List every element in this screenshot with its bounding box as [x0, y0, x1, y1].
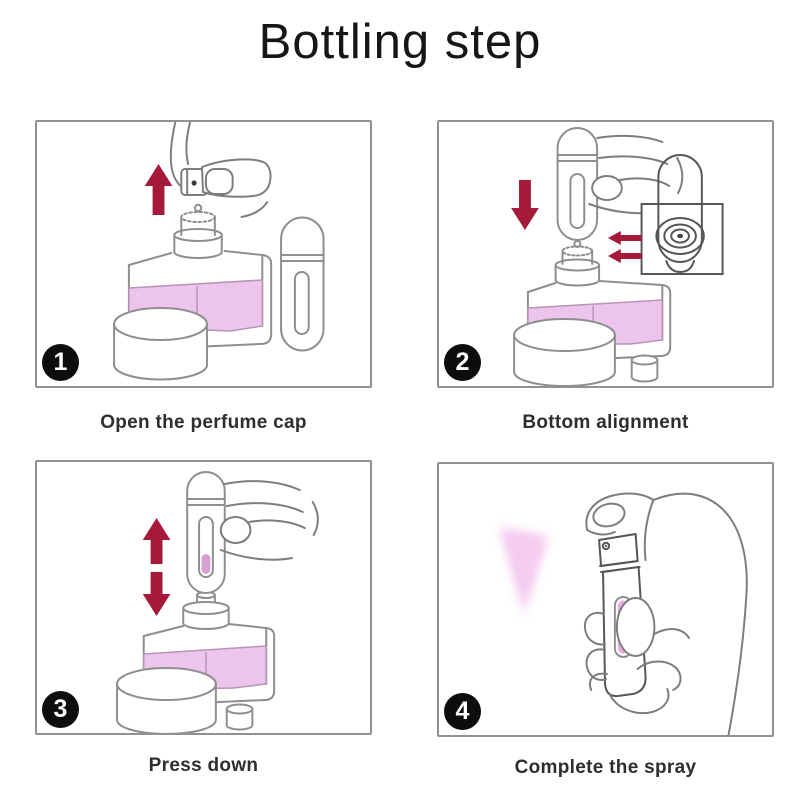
spray-mist-icon: [499, 528, 548, 614]
step-caption: Press down: [148, 755, 259, 776]
step-caption: Open the perfume cap: [100, 412, 307, 433]
step-caption: Bottom alignment: [522, 412, 689, 433]
step-number-badge: 2: [444, 344, 481, 381]
bottle-cap-icon: [113, 307, 208, 381]
page-title: Bottling step: [258, 15, 542, 69]
atomizer-icon: [556, 127, 599, 241]
hand-icon: [219, 480, 319, 561]
up-arrow-icon: [144, 164, 173, 215]
step-panel-4: 4 Complete the spray: [437, 462, 774, 779]
step-panel-2: 2 Bottom alignment: [437, 120, 774, 434]
down-arrow-icon: [511, 180, 539, 230]
step-number-badge: 3: [42, 691, 79, 728]
bottle-cap-icon: [116, 667, 217, 733]
atomizer-on-bottle-icon: [182, 471, 230, 630]
step-4-illustration: 4: [437, 462, 774, 737]
step-1-illustration: 1: [35, 120, 372, 388]
small-cap-icon: [225, 703, 254, 731]
step-number-badge: 1: [42, 344, 79, 381]
step-caption: Complete the spray: [514, 757, 697, 778]
step-2-illustration: 2: [437, 120, 774, 388]
step-panel-1: 1 Open the perfume cap: [35, 120, 372, 434]
step-panel-3: 3 Press down: [35, 460, 372, 777]
small-cap-icon: [630, 354, 659, 383]
bottle-cap-icon: [513, 318, 616, 386]
hand-icon: [583, 492, 748, 735]
up-down-arrows-icon: [142, 518, 171, 616]
hand-icon: [588, 134, 684, 215]
align-arrows-icon: [607, 231, 642, 263]
hand-icon: [169, 122, 272, 218]
step-3-illustration: 3: [35, 460, 372, 735]
atomizer-icon: [280, 216, 325, 352]
step-number-badge: 4: [444, 693, 481, 730]
